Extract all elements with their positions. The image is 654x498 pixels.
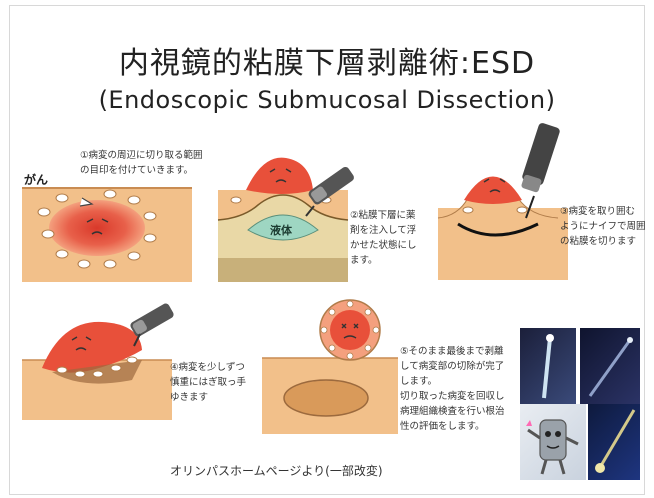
endoscope — [521, 122, 561, 218]
source-credit: オリンパスホームページより(一部改変) — [170, 462, 383, 479]
instrument-photo-1 — [520, 328, 576, 404]
step3-illustration — [438, 128, 568, 280]
step5-illustration — [262, 298, 398, 434]
lesion — [49, 200, 145, 256]
resection-wound — [284, 380, 368, 416]
instrument-photo-4 — [588, 404, 640, 480]
fluid-label: 液体 — [270, 223, 293, 237]
step1-illustration: がん — [22, 170, 192, 282]
page-subtitle: (Endoscopic Submucosal Dissection) — [0, 86, 654, 114]
instrument-photo-2 — [580, 328, 640, 404]
step2-caption: ②粘膜下層に薬 剤を注入して浮 かせた状態にし ます。 — [350, 208, 417, 268]
step3-caption: ③病変を取り囲む ようにナイフで周囲 の粘膜を切ります — [560, 204, 646, 249]
catheter-icon — [520, 328, 576, 404]
knife-icon — [580, 328, 640, 404]
step5-caption: ⑤そのまま最後まで剥離 して病変部の切除が完了 します。 切り取った病変を回収し… — [400, 344, 505, 434]
step2-illustration: 液体 — [218, 150, 348, 282]
cancer-label: がん — [24, 172, 48, 187]
step4-caption: ④病変を少しずつ 慎重にはぎ取っ手 ゆきます — [170, 360, 246, 405]
page-title: 内視鏡的粘膜下層剥離術:ESD — [0, 38, 654, 82]
step4-illustration — [22, 300, 172, 420]
snare-icon — [588, 404, 640, 480]
instrument-photo-3 — [520, 404, 586, 480]
mascot-icon — [520, 404, 586, 480]
